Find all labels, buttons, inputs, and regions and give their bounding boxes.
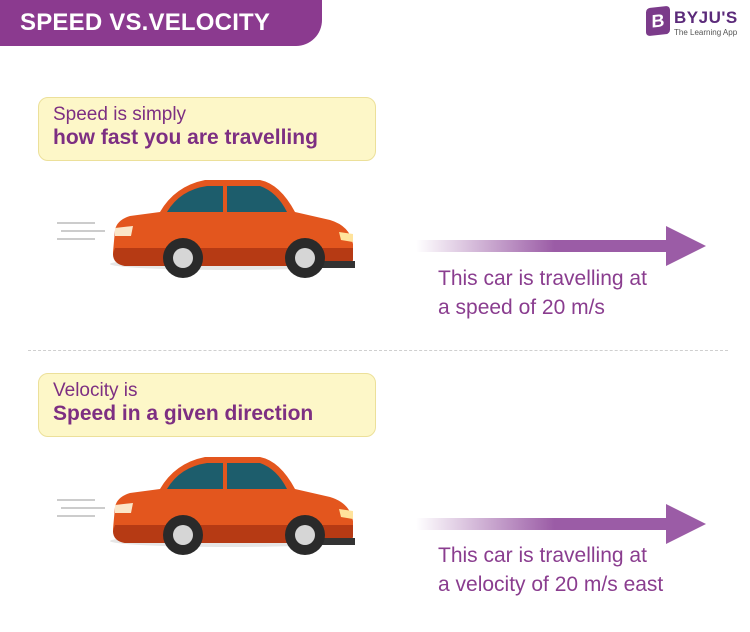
speed-lines-icon <box>57 499 105 517</box>
logo-mark-icon: B <box>646 5 670 37</box>
section-divider <box>28 350 728 351</box>
logo-tagline: The Learning App <box>674 28 738 37</box>
speed-caption-line2: a speed of 20 m/s <box>438 296 605 319</box>
direction-arrow-speed <box>416 226 706 266</box>
car-illustration-velocity <box>57 457 355 555</box>
car-illustration-speed <box>57 180 355 278</box>
velocity-caption-line2: a velocity of 20 m/s east <box>438 573 664 596</box>
velocity-caption: This car is travelling at a velocity of … <box>438 541 663 599</box>
velocity-caption-line1: This car is travelling at <box>438 544 647 567</box>
logo-name: BYJU'S <box>674 8 738 27</box>
speed-caption: This car is travelling at a speed of 20 … <box>438 264 647 322</box>
byjus-logo: B BYJU'S The Learning App <box>646 5 746 39</box>
speed-definition-intro: Speed is simply <box>53 104 187 125</box>
title-banner: SPEED VS.VELOCITY <box>0 0 322 46</box>
speed-lines-icon <box>57 222 105 240</box>
page-title: SPEED VS.VELOCITY <box>20 9 271 36</box>
velocity-definition-callout: Velocity is Speed in a given direction <box>38 373 376 437</box>
speed-caption-line1: This car is travelling at <box>438 267 647 290</box>
direction-arrow-velocity <box>416 504 706 544</box>
velocity-definition: Speed in a given direction <box>53 402 314 425</box>
speed-definition: how fast you are travelling <box>53 126 318 149</box>
velocity-definition-intro: Velocity is <box>53 380 138 401</box>
speed-definition-callout: Speed is simply how fast you are travell… <box>38 97 376 161</box>
